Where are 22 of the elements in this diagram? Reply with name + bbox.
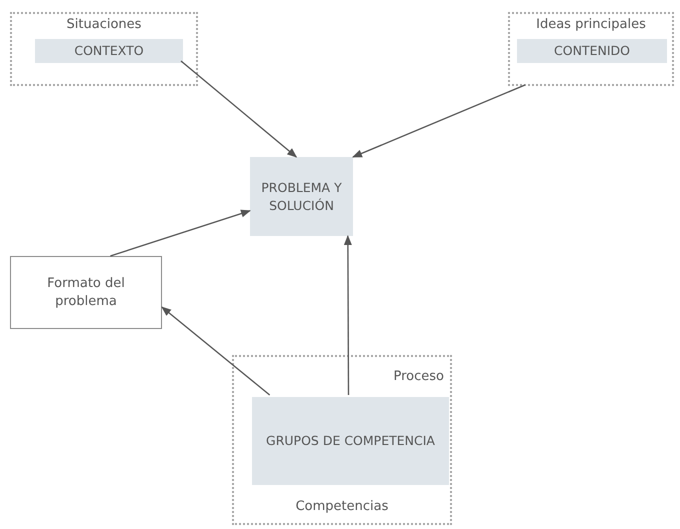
- group-frame: [232, 355, 452, 525]
- arrow: [110, 210, 251, 257]
- group-heading: Situaciones: [66, 17, 142, 34]
- group-heading: Ideas principales: [535, 17, 647, 34]
- group-caption: Competencias: [294, 498, 390, 515]
- arrow: [161, 306, 270, 396]
- arrow: [180, 60, 298, 158]
- arrow: [352, 84, 526, 158]
- node-label: CONTENIDO: [553, 42, 631, 60]
- process-box: [10, 256, 162, 329]
- group-heading: Proceso: [394, 369, 444, 386]
- arrow: [344, 235, 352, 395]
- concept-box: [517, 39, 667, 63]
- concept-box: [35, 39, 183, 63]
- node-label: PROBLEMA Y SOLUCIÓN: [260, 179, 343, 214]
- concept-box: [252, 397, 449, 485]
- node-label: GRUPOS DE COMPETENCIA: [265, 432, 436, 450]
- group-frame: [508, 12, 674, 86]
- node-label: Formato del problema: [46, 274, 126, 310]
- node-label: CONTEXTO: [73, 42, 145, 60]
- group-frame: [10, 12, 198, 86]
- concept-box: [250, 157, 353, 236]
